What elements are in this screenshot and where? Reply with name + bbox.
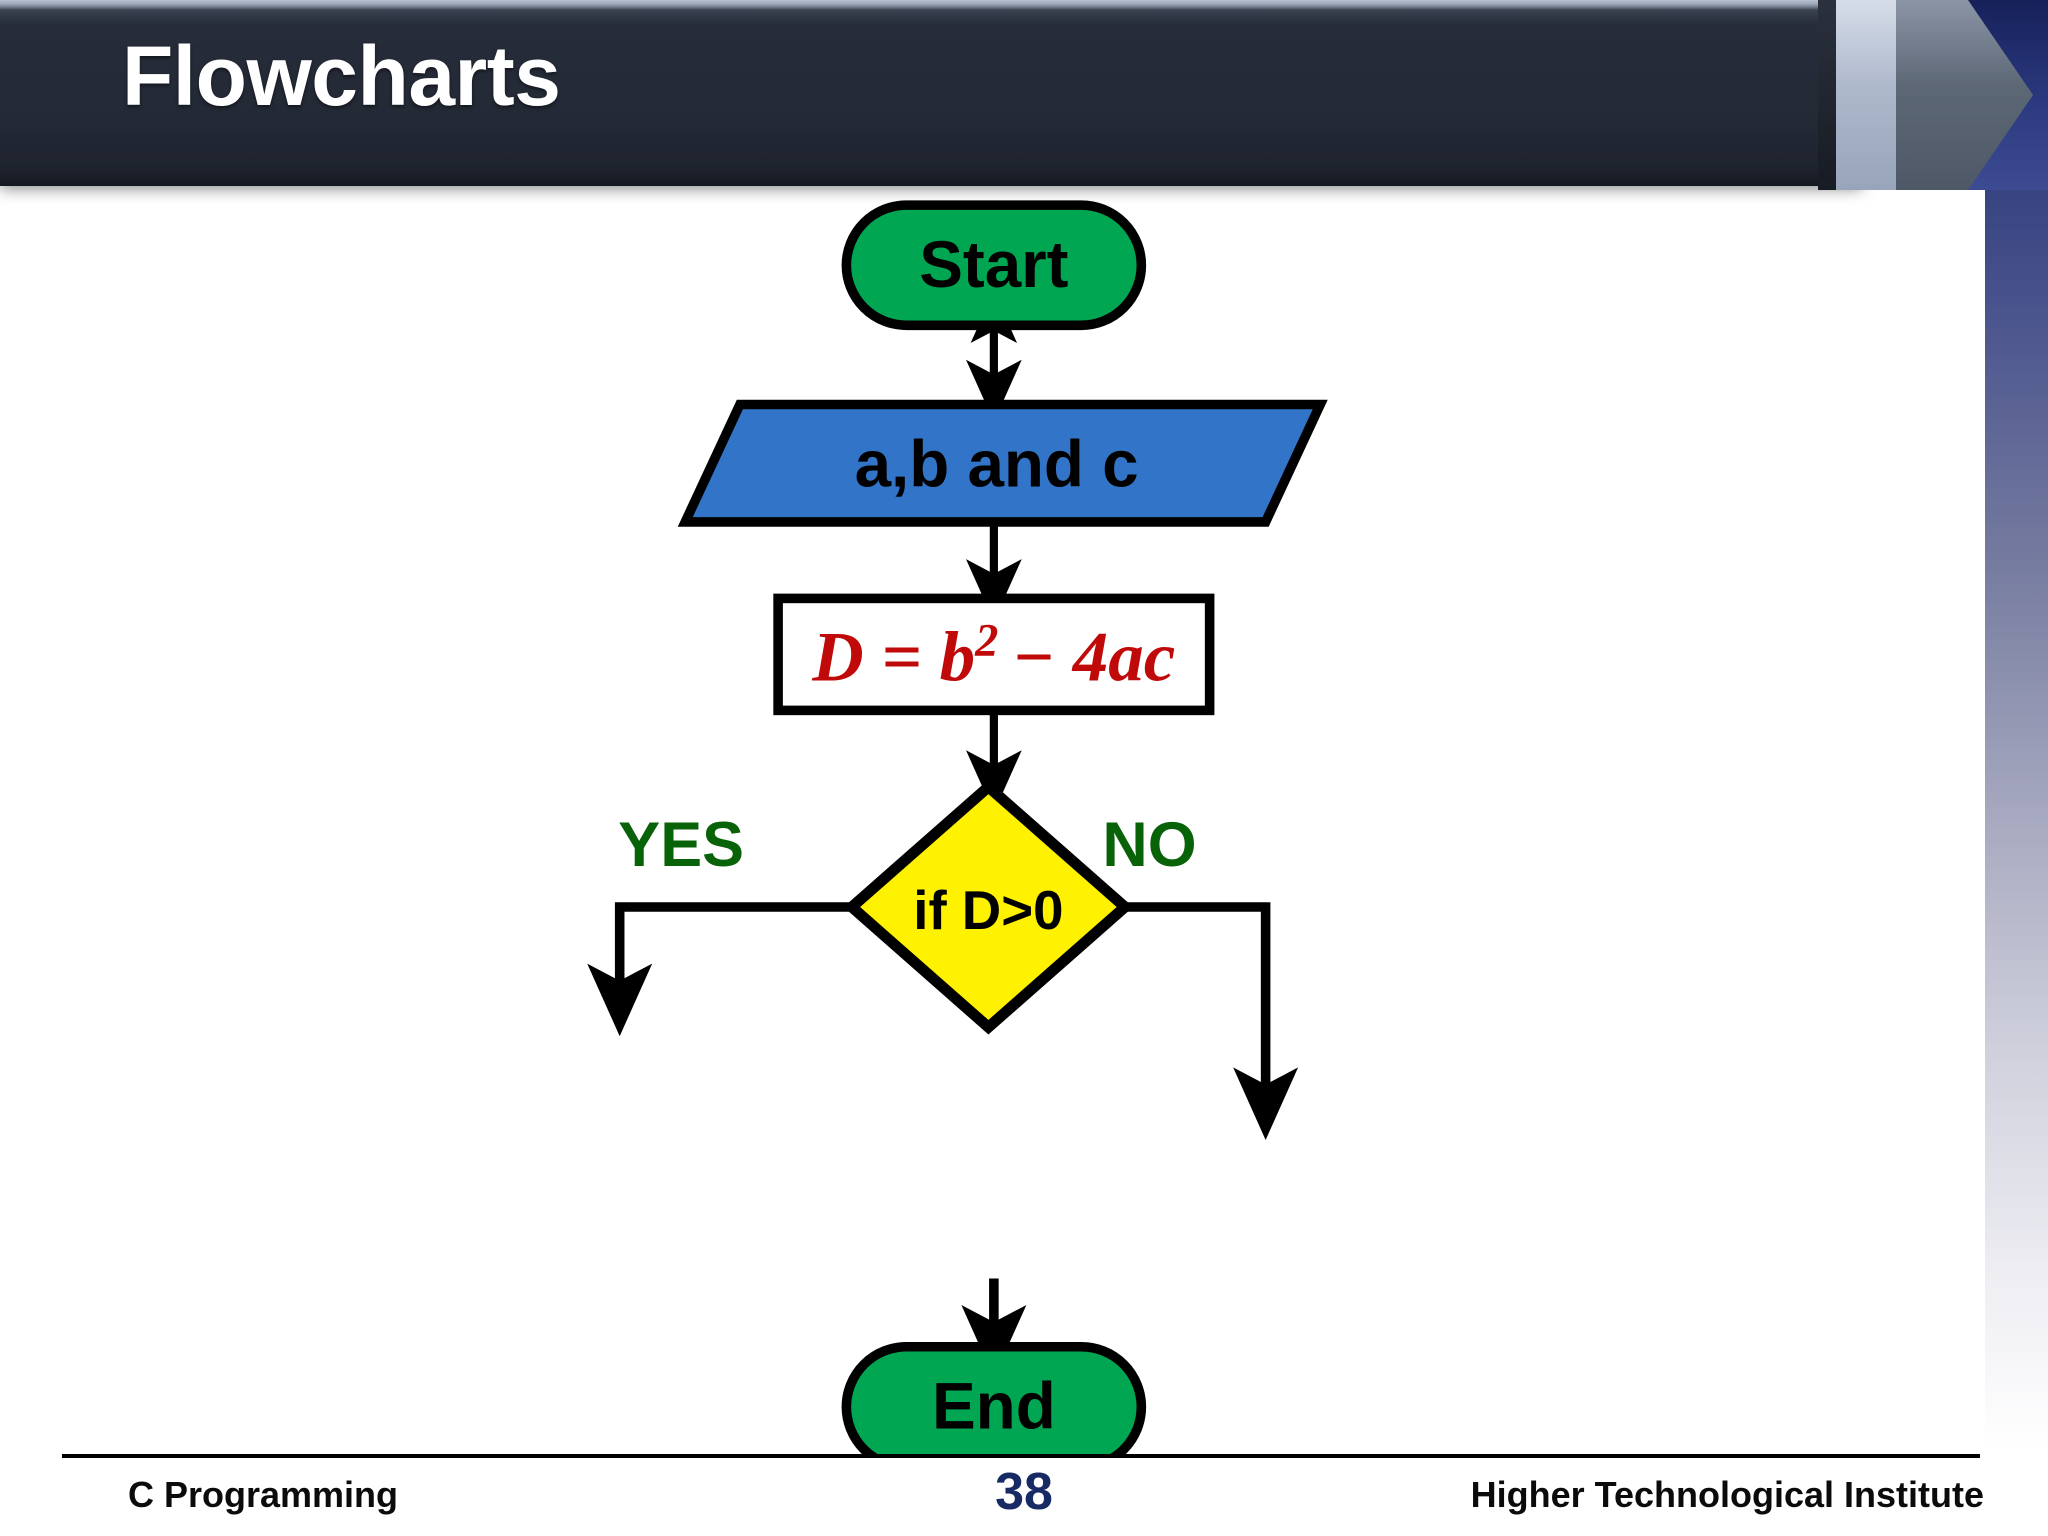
process-formula: D = b2 − 4ac <box>811 615 1175 696</box>
chevron-mid <box>1896 0 2033 190</box>
input-label: a,b and c <box>855 427 1139 500</box>
chevron-decoration <box>1778 0 2048 190</box>
right-edge-gradient-strip <box>1985 0 2048 1536</box>
slide-header-bar: Flowcharts <box>0 0 1862 186</box>
flow-node-input[interactable]: a,b and c <box>677 399 1328 527</box>
decision-label: if D>0 <box>913 880 1063 941</box>
branch-no-connector <box>1127 902 1299 1141</box>
decision-shape <box>843 779 1134 1035</box>
formula-base: D = b <box>811 618 975 696</box>
start-label: Start <box>919 228 1068 301</box>
end-shape <box>841 1341 1147 1456</box>
footer-institution-label: Higher Technological Institute <box>1470 1474 1984 1515</box>
footer-course-label: C Programming <box>128 1474 399 1515</box>
flow-node-decision[interactable]: if D>0 <box>843 779 1134 1035</box>
header-sheen <box>0 0 1862 10</box>
process-shape <box>773 593 1215 716</box>
slide-footer: C Programming 38 Higher Technological In… <box>0 1462 2048 1536</box>
flow-node-process[interactable]: D = b2 − 4ac <box>773 593 1215 716</box>
input-shape <box>677 399 1328 527</box>
branch-label-no: NO <box>1102 810 1196 880</box>
branch-yes-connector <box>587 902 850 1037</box>
flow-node-end[interactable]: End <box>841 1341 1147 1456</box>
flow-node-start[interactable]: Start <box>841 200 1147 331</box>
start-shape <box>841 200 1147 331</box>
branch-label-yes: YES <box>618 810 744 880</box>
page-title: Flowcharts <box>122 29 561 123</box>
formula-tail: − 4ac <box>1012 618 1175 696</box>
formula-exponent: 2 <box>974 615 998 666</box>
flowchart-canvas: Start a,b and c D = b2 − 4ac <box>0 186 1985 1456</box>
slide-page-number: 38 <box>995 1463 1053 1521</box>
footer-divider <box>62 1454 1980 1458</box>
end-label: End <box>932 1370 1056 1443</box>
